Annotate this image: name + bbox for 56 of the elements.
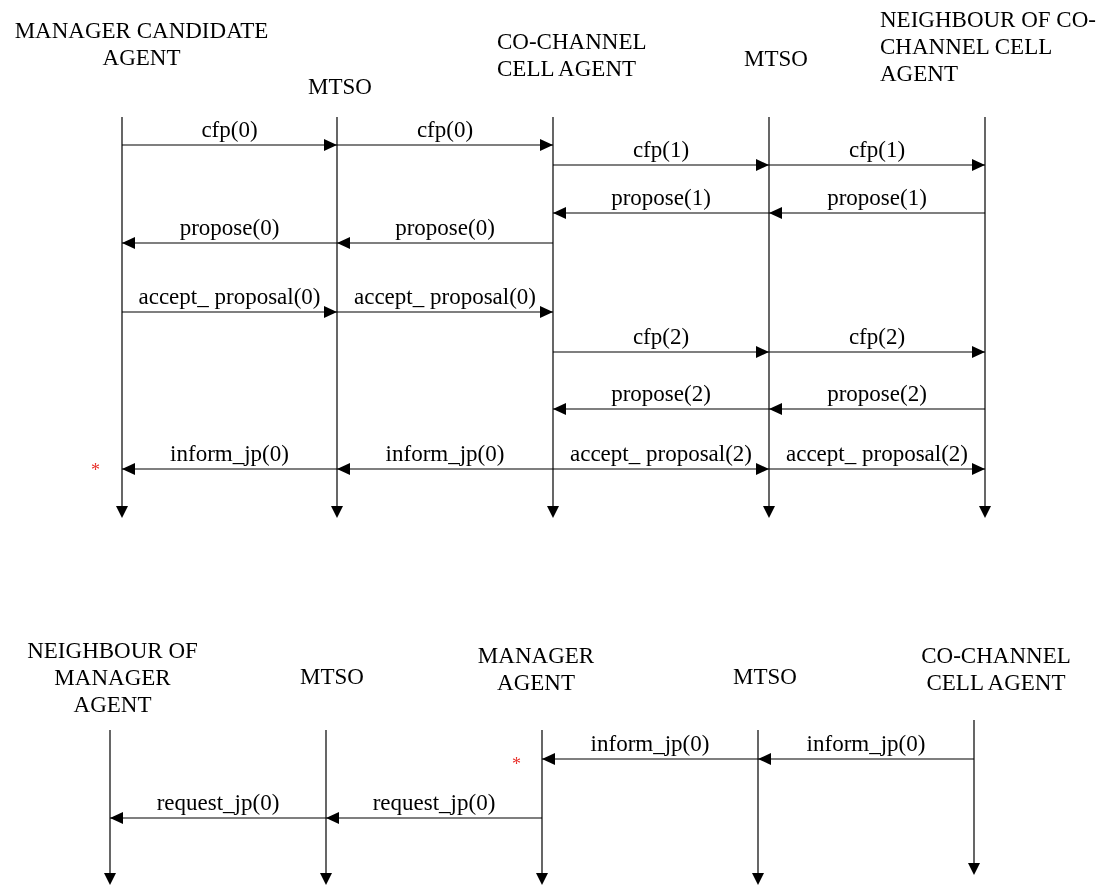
message-arrow xyxy=(121,463,338,475)
message-arrow xyxy=(552,207,770,219)
message-arrow xyxy=(121,139,338,151)
message-label: request_jp(0) xyxy=(371,791,497,815)
message-arrow xyxy=(768,346,986,358)
message-label: accept_ proposal(2) xyxy=(569,442,753,466)
participant-label: MTSO xyxy=(732,663,798,690)
participant-label: CO-CHANNEL CELL AGENT xyxy=(497,28,647,82)
message-arrow xyxy=(768,207,986,219)
message-arrow xyxy=(336,237,554,249)
message-label: request_jp(0) xyxy=(155,791,281,815)
message-arrow xyxy=(109,812,327,824)
message-label: propose(1) xyxy=(610,186,712,210)
asterisk-mark: * xyxy=(91,461,100,479)
message-label: accept_ proposal(2) xyxy=(785,442,969,466)
message-label: cfp(2) xyxy=(631,325,691,349)
message-label: propose(2) xyxy=(826,382,928,406)
message-label: inform_jp(0) xyxy=(384,442,506,466)
participant-label: MTSO xyxy=(299,663,365,690)
participant-label: NEIGHBOUR OF CO-CHANNEL CELL AGENT xyxy=(880,6,1097,87)
message-label: inform_jp(0) xyxy=(805,732,927,756)
message-label: propose(1) xyxy=(826,186,928,210)
message-label: cfp(0) xyxy=(415,118,475,142)
message-label: cfp(0) xyxy=(200,118,259,142)
message-label: accept_ proposal(0) xyxy=(353,285,537,309)
participant-label: MTSO xyxy=(307,73,373,100)
message-label: cfp(2) xyxy=(847,325,907,349)
message-arrow xyxy=(552,403,770,415)
message-label: cfp(1) xyxy=(847,138,907,162)
message-arrow xyxy=(552,159,770,171)
message-arrow xyxy=(552,463,770,475)
message-label: cfp(1) xyxy=(631,138,691,162)
message-arrow xyxy=(768,463,986,475)
asterisk-mark: * xyxy=(512,755,521,773)
participant-label: MANAGER AGENT xyxy=(476,642,596,696)
message-arrow xyxy=(121,306,338,318)
participant-label: NEIGHBOUR OF MANAGER AGENT xyxy=(26,637,199,718)
message-label: accept_ proposal(0) xyxy=(137,285,322,309)
message-arrow xyxy=(541,753,759,765)
message-arrow xyxy=(336,463,554,475)
message-arrow xyxy=(768,159,986,171)
message-label: propose(0) xyxy=(394,216,496,240)
message-label: inform_jp(0) xyxy=(589,732,711,756)
message-label: propose(2) xyxy=(610,382,712,406)
participant-label: MANAGER CANDIDATE AGENT xyxy=(13,17,270,71)
participant-label: CO-CHANNEL CELL AGENT xyxy=(920,642,1072,696)
message-arrow xyxy=(336,139,554,151)
message-arrow xyxy=(325,812,543,824)
message-label: inform_jp(0) xyxy=(169,442,290,466)
message-arrow xyxy=(552,346,770,358)
participant-label: MTSO xyxy=(743,45,809,72)
message-arrow xyxy=(336,306,554,318)
message-arrow xyxy=(121,237,338,249)
message-label: propose(0) xyxy=(178,216,281,240)
message-arrow xyxy=(768,403,986,415)
message-arrow xyxy=(757,753,975,765)
